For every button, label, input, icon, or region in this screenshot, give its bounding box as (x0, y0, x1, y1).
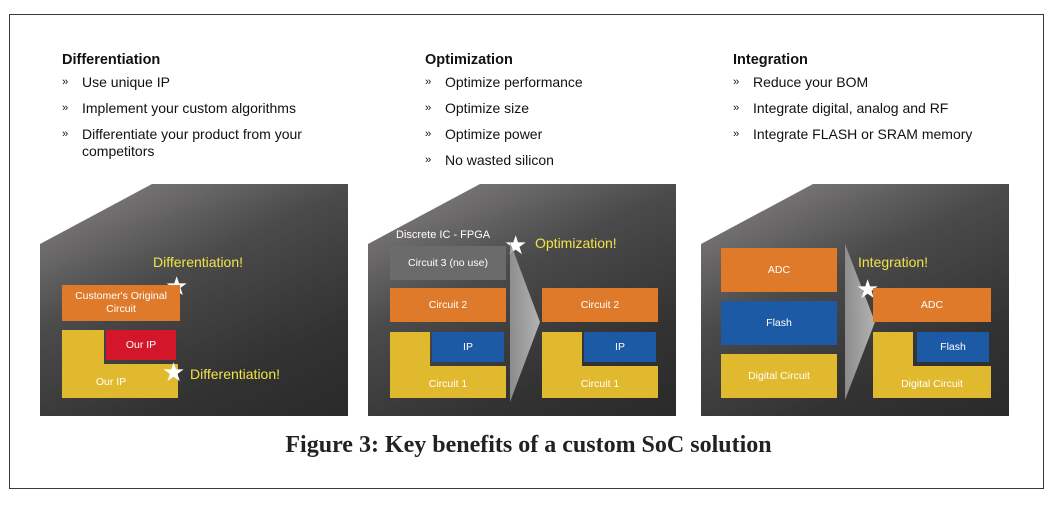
bullet-icon: ›› (62, 76, 68, 88)
figure-frame (9, 14, 1044, 489)
bullet-text: Use unique IP (82, 74, 170, 90)
bullet-icon: ›› (733, 102, 739, 114)
column-differentiation: Differentiation ›› Use unique IP ›› Implem… (62, 52, 362, 169)
integration-label: Integration! (858, 254, 929, 270)
bullet-text: Integrate FLASH or SRAM memory (753, 126, 973, 142)
bullet-icon: ›› (425, 76, 431, 88)
list-item: ›› Optimize power (425, 126, 685, 143)
list-item: ›› Optimize performance (425, 74, 685, 91)
bullet-icon: ›› (733, 128, 739, 140)
adc-block-right: ADC (873, 288, 991, 322)
bullet-icon: ›› (425, 154, 431, 166)
panel-integration: ADC Flash Digital Circuit ★ Integration!… (701, 184, 1009, 416)
bullet-text: No wasted silicon (445, 152, 554, 168)
bullet-icon: ›› (62, 128, 68, 140)
bullet-icon: ›› (62, 102, 68, 114)
panel-corner-cut (368, 184, 480, 244)
fpga-label: Discrete IC - FPGA (396, 229, 491, 241)
column-integration: Integration ›› Reduce your BOM ›› Integrat… (733, 52, 1033, 152)
list-item: ›› Reduce your BOM (733, 74, 1033, 91)
list-item: ›› Integrate digital, analog and RF (733, 100, 1033, 117)
panel-corner-cut (701, 184, 813, 244)
adc-block-left: ADC (721, 248, 837, 292)
customer-circuit-block: Customer's Original Circuit (62, 285, 180, 321)
digital-block-left: Digital Circuit (721, 354, 837, 398)
flash-block-right: Flash (917, 332, 989, 362)
bullet-text: Optimize power (445, 126, 543, 142)
differentiation-label-bottom: Differentiation! (190, 366, 281, 382)
list-item: ›› Differentiate your product from your c… (62, 126, 362, 160)
bullet-text: Implement your custom algorithms (82, 100, 296, 116)
bullet-text: Integrate digital, analog and RF (753, 100, 949, 116)
ip-block-right: IP (584, 332, 656, 362)
our-ip-yellow-label: Our IP (95, 375, 127, 388)
arrow-icon (510, 242, 540, 402)
bullet-list: ›› Use unique IP ›› Implement your custom … (62, 74, 362, 160)
differentiation-label-top: Differentiation! (153, 254, 244, 270)
bullet-icon: ›› (425, 128, 431, 140)
ip-block-left: IP (432, 332, 504, 362)
optimization-label: Optimization! (535, 235, 617, 251)
flash-block-left: Flash (721, 301, 837, 345)
digital-label-right: Digital Circuit (901, 377, 963, 390)
list-item: ›› Implement your custom algorithms (62, 100, 362, 117)
bullet-icon: ›› (733, 76, 739, 88)
our-ip-red-block: Our IP (106, 330, 176, 360)
star-icon: ★ (504, 230, 528, 260)
list-item: ›› Optimize size (425, 100, 685, 117)
panel-differentiation: Differentiation! ★ Customer's Original C… (40, 184, 348, 416)
circuit1-label-right: Circuit 1 (580, 377, 620, 390)
list-item: ›› Integrate FLASH or SRAM memory (733, 126, 1033, 143)
list-item: ›› No wasted silicon (425, 152, 685, 169)
circuit1-label-left: Circuit 1 (428, 377, 468, 390)
panel-corner-cut (40, 184, 152, 244)
column-heading: Differentiation (62, 52, 161, 68)
bullet-list: ›› Optimize performance ›› Optimize size ›… (425, 74, 685, 169)
star-icon: ★ (162, 357, 186, 387)
column-heading: Optimization (425, 52, 513, 68)
figure-caption: Figure 3: Key benefits of a custom SoC s… (285, 432, 772, 458)
bullet-text: Optimize size (445, 100, 530, 116)
bullet-text: Optimize performance (445, 74, 583, 90)
bullet-icon: ›› (425, 102, 431, 114)
list-item: ›› Use unique IP (62, 74, 362, 91)
bullet-text: Differentiate your product from your com… (82, 126, 302, 159)
bullet-text: Reduce your BOM (753, 74, 869, 90)
column-optimization: Optimization ›› Optimize performance ›› Op… (425, 52, 685, 178)
panel-optimization: Discrete IC - FPGA Circuit 3 (no use) ★ … (368, 184, 676, 416)
circuit2-block-left: Circuit 2 (390, 288, 506, 322)
circuit2-block-right: Circuit 2 (542, 288, 658, 322)
arrow-icon (845, 244, 875, 400)
column-heading: Integration (733, 52, 808, 68)
bullet-list: ›› Reduce your BOM ›› Integrate digital, a… (733, 74, 1033, 143)
circuit3-block: Circuit 3 (no use) (390, 246, 506, 280)
